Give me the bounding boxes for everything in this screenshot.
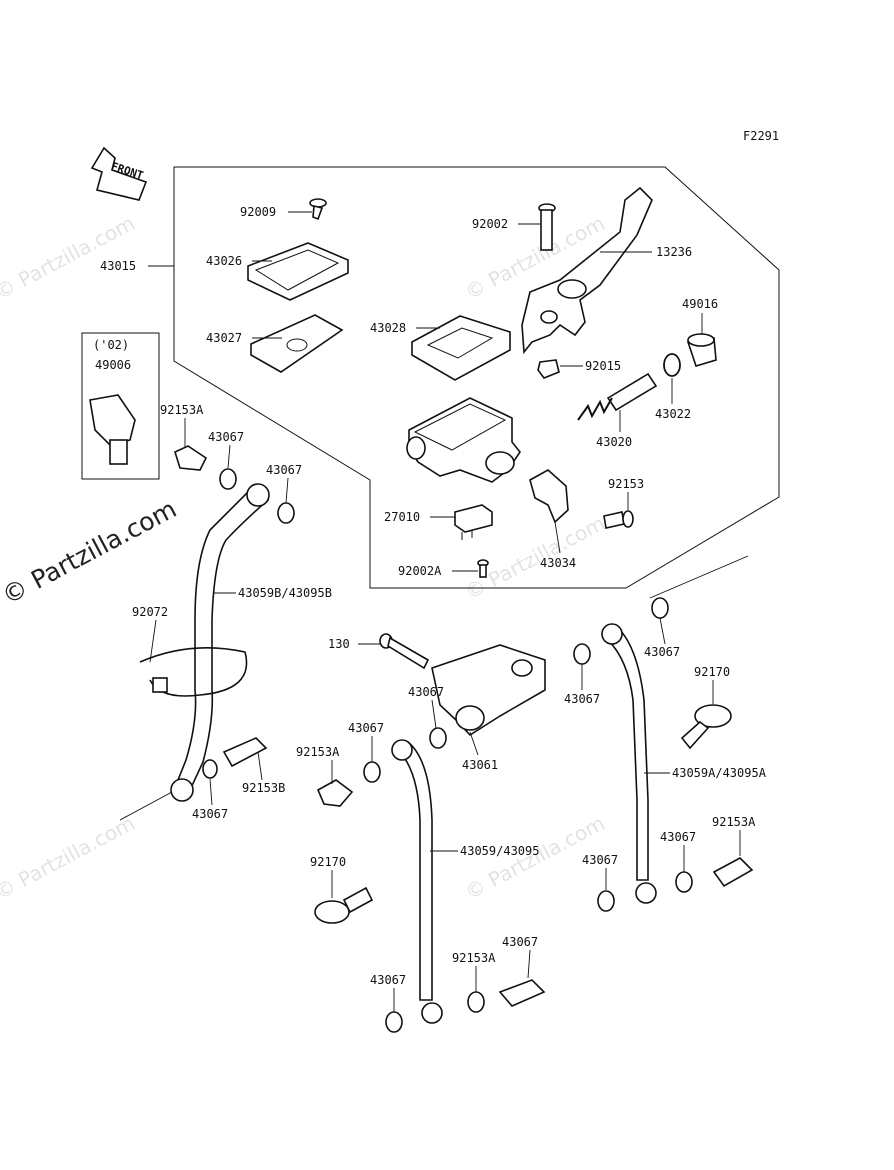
callout-43067: 43067 — [208, 430, 244, 444]
watermark: © Partzilla.com — [0, 211, 139, 305]
callout-43067: 43067 — [564, 692, 600, 706]
master-cylinder — [406, 397, 521, 483]
washer-43067 — [651, 597, 669, 619]
front-arrow-icon: FRONT — [90, 146, 148, 201]
note-label: ('02) — [93, 338, 129, 352]
callout-92009: 92009 — [240, 205, 276, 219]
hose-guide-92170 — [314, 886, 374, 924]
callout-labels: 92009 43026 43015 43027 43028 92002 1323… — [95, 205, 767, 987]
callout-92153: 92153 — [608, 477, 644, 491]
washer-43067 — [277, 502, 295, 524]
callout-43067: 43067 — [266, 463, 302, 477]
circlip — [663, 353, 681, 377]
banjo-bolt-92153B — [222, 737, 268, 768]
washer-43067 — [219, 468, 237, 490]
diaphragm — [250, 314, 344, 373]
pivot-bolt — [538, 203, 556, 251]
callout-43061: 43061 — [462, 758, 498, 772]
note-box — [81, 332, 160, 480]
callout-49016: 49016 — [682, 297, 718, 311]
figure-code: F2291 — [743, 129, 779, 143]
callout-92170: 92170 — [310, 855, 346, 869]
callout-92153A: 43067 — [502, 935, 538, 949]
callout-43015: 43015 — [100, 259, 136, 273]
callout-43026: 43026 — [206, 254, 242, 268]
washer-43067 — [363, 761, 381, 783]
piston-kit — [577, 372, 658, 421]
callout-43022: 43022 — [655, 407, 691, 421]
callout-49006: 49006 — [95, 358, 131, 372]
callout-13236: 13236 — [656, 245, 692, 259]
banjo-bolt-92153A — [712, 857, 754, 888]
brake-hose-43059A — [606, 628, 649, 881]
brake-switch — [454, 504, 493, 540]
callout-92002A: 92002A — [398, 564, 442, 578]
reservoir-plate — [411, 315, 511, 381]
callout-43059A: 43059A/43095A — [672, 766, 767, 780]
handlebar-clamp — [529, 469, 569, 524]
callout-43067: 43067 — [370, 973, 406, 987]
brake-hose-43059 — [396, 740, 433, 1001]
joint-bolt-130 — [379, 633, 430, 670]
callout-43028: 43028 — [370, 321, 406, 335]
clamp-bolt — [603, 510, 634, 529]
callout-92153A: 92153A — [160, 403, 204, 417]
callout-43020: 43020 — [596, 435, 632, 449]
washer-43067 — [385, 1011, 403, 1033]
callout-43059: 43059/43095 — [460, 844, 539, 858]
leader-lines — [119, 211, 749, 1012]
washer-43067 — [597, 890, 615, 912]
washer-43067 — [573, 643, 591, 665]
callout-43067: 43067 — [582, 853, 618, 867]
callout-92153A: 92153A — [712, 815, 756, 829]
callout-43034: 43034 — [540, 556, 576, 570]
watermarks: © Partzilla.com © Partzilla.com © Partzi… — [0, 211, 609, 905]
watermark: © Partzilla.com — [0, 811, 139, 905]
callout-43067: 43067 — [660, 830, 696, 844]
banjo-bolt-92153A — [316, 779, 354, 807]
callout-92153A: 92153A — [296, 745, 340, 759]
callout-92002: 92002 — [472, 217, 508, 231]
callout-43027: 43027 — [206, 331, 242, 345]
callout-27010: 27010 — [384, 510, 420, 524]
washer-43067 — [675, 871, 693, 893]
callout-92015: 92015 — [585, 359, 621, 373]
callout-43067: 92153A — [452, 951, 496, 965]
callout-92153B: 92153B — [242, 781, 285, 795]
hose-guide-92170 — [680, 704, 732, 750]
switch-screw — [477, 559, 489, 578]
callout-43067: 43067 — [348, 721, 384, 735]
watermark-dark: © Partzilla.com — [0, 494, 181, 610]
callout-43067: 43067 — [192, 807, 228, 821]
washer-43067 — [467, 991, 485, 1013]
reservoir-cap — [247, 242, 349, 301]
banjo-bolt-92153A — [174, 445, 208, 471]
reservoir-cap-49006 — [89, 394, 136, 465]
hose-clamp-92072 — [139, 646, 248, 697]
washer-43067 — [429, 727, 447, 749]
brake-lever — [521, 186, 653, 355]
brake-joint — [431, 644, 546, 737]
callout-92170: 92170 — [694, 665, 730, 679]
callout-43067: 43067 — [408, 685, 444, 699]
callout-43067: 43067 — [644, 645, 680, 659]
callout-92072: 92072 — [132, 605, 168, 619]
callout-130: 130 — [328, 637, 350, 651]
callout-43059B: 43059B/43095B — [238, 586, 332, 600]
lever-nut — [537, 359, 560, 379]
screw-92009 — [309, 198, 327, 221]
assembly-outline — [173, 166, 780, 589]
banjo-bolt-92153A — [498, 979, 546, 1007]
